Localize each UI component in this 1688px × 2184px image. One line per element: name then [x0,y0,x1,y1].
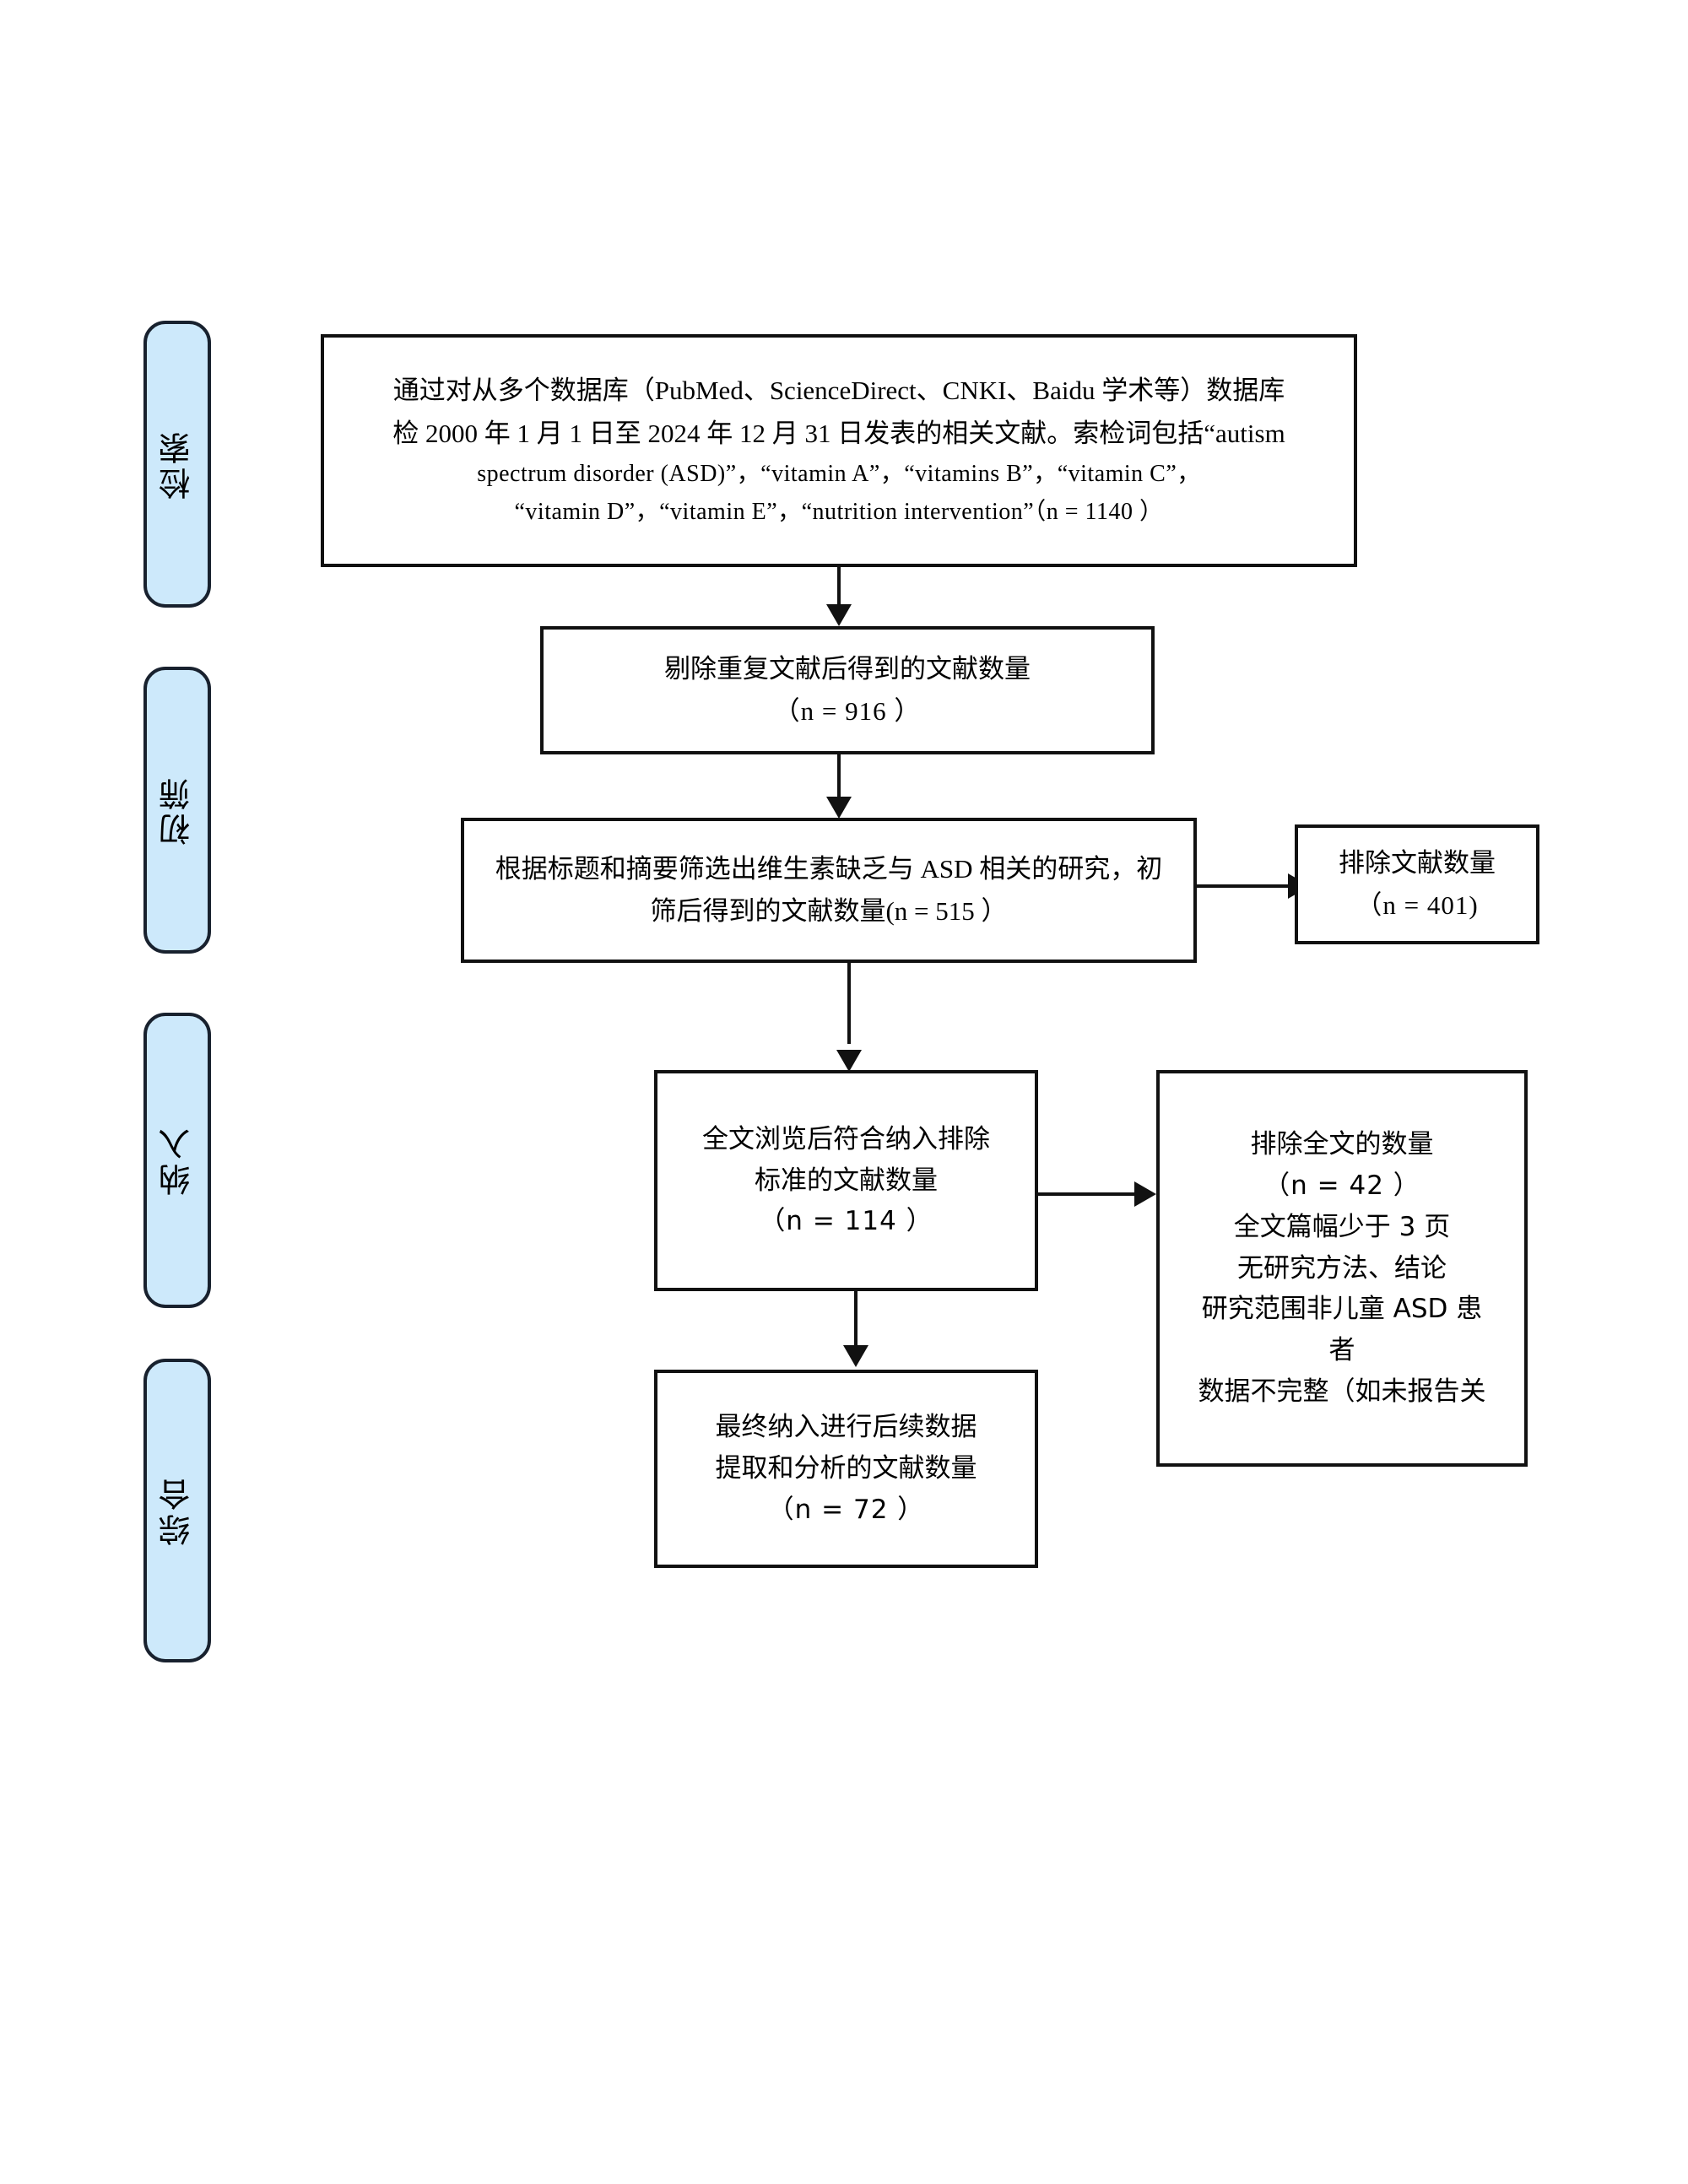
stage-pill-screening: 初筛 [143,667,211,954]
connector-screening-to-records-excluded [1197,884,1293,888]
identification-line-4: “vitamin D”，“vitamin E”，“nutrition inter… [514,499,1164,526]
records-excluded-line-1: 排除文献数量 [1339,847,1496,878]
included-line-2: 提取和分析的文献数量 [715,1453,977,1484]
connector-fulltext-to-excluded [1038,1192,1151,1196]
arrowhead-fulltext-to-excluded [1134,1181,1156,1207]
deduplicated-count: （n = 916 ） [773,696,922,726]
included-count: （n = 72 ） [767,1494,925,1525]
records-excluded-box: 排除文献数量 （n = 401) [1295,824,1539,944]
records-excluded-count: （n = 401) [1355,890,1479,920]
deduplicated-line-1: 剔除重复文献后得到的文献数量 [664,653,1031,684]
stage-pill-synthesis: 综合 [143,1359,211,1662]
connector-dedup-to-screening [837,754,841,807]
stage-label-search: 检索 [159,429,196,500]
connector-identification-to-dedup [837,567,841,614]
connector-fulltext-to-included [854,1291,858,1355]
fulltext-assessed-count: （n = 114 ） [759,1206,933,1237]
screening-line-2: 筛后得到的文献数量(n = 515 ） [650,896,1008,926]
included-box: 最终纳入进行后续数据 提取和分析的文献数量 （n = 72 ） [654,1370,1038,1568]
stage-pill-search: 检索 [143,321,211,608]
stage-pill-eligibility: 纳入 [143,1013,211,1308]
fulltext-excluded-line-3: 全文篇幅少于 3 页 [1233,1211,1451,1242]
fulltext-excluded-line-4: 无研究方法、结论 [1237,1252,1447,1284]
included-line-1: 最终纳入进行后续数据 [715,1412,977,1443]
fulltext-excluded-line-1: 排除全文的数量 [1250,1128,1434,1160]
identification-box: 通过对从多个数据库（PubMed、ScienceDirect、CNKI、Baid… [321,334,1357,567]
identification-line-3: spectrum disorder (ASD)”，“vitamin A”，“vi… [477,460,1201,487]
identification-line-2: 检 2000 年 1 月 1 日至 2024 年 12 月 31 日发表的相关文… [392,418,1285,448]
stage-label-synthesis: 综合 [159,1475,196,1546]
stage-label-eligibility: 纳入 [159,1125,196,1196]
arrowhead-screening-to-fulltext [836,1050,862,1072]
arrowhead-fulltext-to-included [843,1345,868,1367]
fulltext-assessed-box: 全文浏览后符合纳入排除 标准的文献数量 （n = 114 ） [654,1070,1038,1291]
connector-screening-to-fulltext [847,963,851,1044]
deduplicated-box: 剔除重复文献后得到的文献数量 （n = 916 ） [540,626,1155,754]
fulltext-assessed-line-2: 标准的文献数量 [755,1165,938,1196]
stage-label-screening: 初筛 [159,775,196,846]
arrowhead-identification-to-dedup [826,604,852,626]
fulltext-excluded-line-6: 者 [1328,1335,1355,1366]
fulltext-excluded-count: （n = 42 ） [1263,1170,1420,1201]
title-abstract-screening-box: 根据标题和摘要筛选出维生素缺乏与 ASD 相关的研究，初 筛后得到的文献数量(n… [461,818,1197,963]
arrowhead-dedup-to-screening [826,797,852,819]
fulltext-excluded-line-7: 数据不完整（如未报告关 [1198,1376,1486,1408]
fulltext-excluded-line-5: 研究范围非儿童 ASD 患 [1201,1294,1483,1325]
fulltext-excluded-box: 排除全文的数量 （n = 42 ） 全文篇幅少于 3 页 无研究方法、结论 研究… [1156,1070,1528,1467]
identification-line-1: 通过对从多个数据库（PubMed、ScienceDirect、CNKI、Baid… [392,376,1285,406]
fulltext-assessed-line-1: 全文浏览后符合纳入排除 [702,1123,990,1154]
screening-line-1: 根据标题和摘要筛选出维生素缺乏与 ASD 相关的研究，初 [495,853,1163,884]
